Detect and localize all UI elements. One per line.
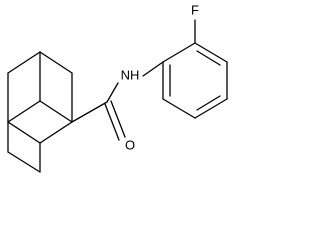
bond-carbonyl-double-b — [110, 100, 126, 138]
fluorophenyl-ring — [162, 19, 228, 119]
bond-ring-4 — [194, 98, 228, 119]
bond-carbonyl-to-nitrogen — [106, 82, 119, 103]
bond-ring-5 — [162, 98, 196, 119]
amide-linker — [71, 61, 164, 141]
bond-carbonyl-double-a — [104, 103, 120, 141]
bond-ring-inner-1 — [196, 50, 221, 66]
bond-adamantane-1 — [39, 51, 73, 74]
chemical-structure-diagram: F NH O — [7, 2, 228, 173]
bond-cage-to-carbonyl — [71, 101, 108, 123]
bond-adamantane-9 — [7, 100, 41, 123]
bond-adamantane-7 — [39, 121, 73, 144]
fluorine-label: F — [191, 2, 199, 17]
bond-adamantane-2 — [7, 51, 41, 74]
bond-adamantane-6 — [7, 121, 41, 144]
bond-adamantane-10 — [39, 100, 73, 123]
adamantane-cage — [7, 51, 73, 173]
bond-ring-2 — [194, 42, 228, 63]
bond-ring-1 — [162, 42, 196, 63]
bond-nitrogen-to-ring — [142, 61, 164, 77]
bond-ring-inner-2 — [196, 95, 221, 111]
amide-nh-label: NH — [121, 67, 140, 82]
bond-adamantane-11 — [7, 151, 41, 173]
carbonyl-oxygen-label: O — [125, 137, 135, 152]
